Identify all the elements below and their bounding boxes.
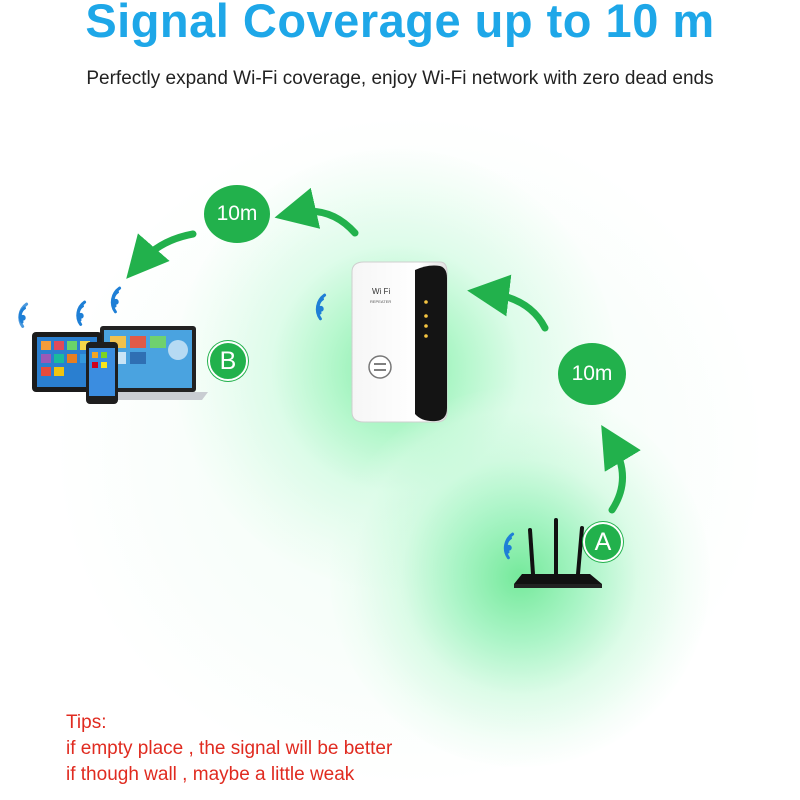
repeater-icon: Wi Fi REPEATER bbox=[351, 261, 448, 423]
wifi-icon bbox=[76, 300, 87, 326]
marker-a: A bbox=[583, 522, 623, 562]
marker-b: B bbox=[208, 341, 248, 381]
wifi-icon bbox=[110, 286, 122, 314]
router-icon bbox=[514, 518, 602, 588]
tips-block: Tips: if empty place , the signal will b… bbox=[66, 710, 392, 788]
phone-icon bbox=[86, 342, 118, 404]
tips-heading: Tips: bbox=[66, 712, 107, 733]
tips-line: if though wall , maybe a little weak bbox=[66, 764, 355, 785]
wifi-icon bbox=[315, 293, 327, 321]
repeater-model: REPEATER bbox=[370, 299, 391, 304]
arrow-icon bbox=[467, 274, 549, 332]
distance-label-top: 10m bbox=[204, 185, 270, 243]
tips-line: if empty place , the signal will be bett… bbox=[66, 738, 393, 759]
tablet-icon bbox=[32, 332, 102, 392]
wifi-icon bbox=[18, 302, 29, 328]
arrow-icon bbox=[601, 424, 641, 514]
repeater-brand: Wi Fi bbox=[372, 287, 390, 296]
page-subtitle: Perfectly expand Wi-Fi coverage, enjoy W… bbox=[86, 68, 714, 89]
distance-label-right: 10m bbox=[558, 343, 626, 405]
wifi-icon bbox=[503, 532, 515, 560]
page-title: Signal Coverage up to 10 m bbox=[85, 0, 715, 47]
arrow-icon bbox=[274, 187, 359, 237]
arrow-icon bbox=[126, 230, 197, 279]
